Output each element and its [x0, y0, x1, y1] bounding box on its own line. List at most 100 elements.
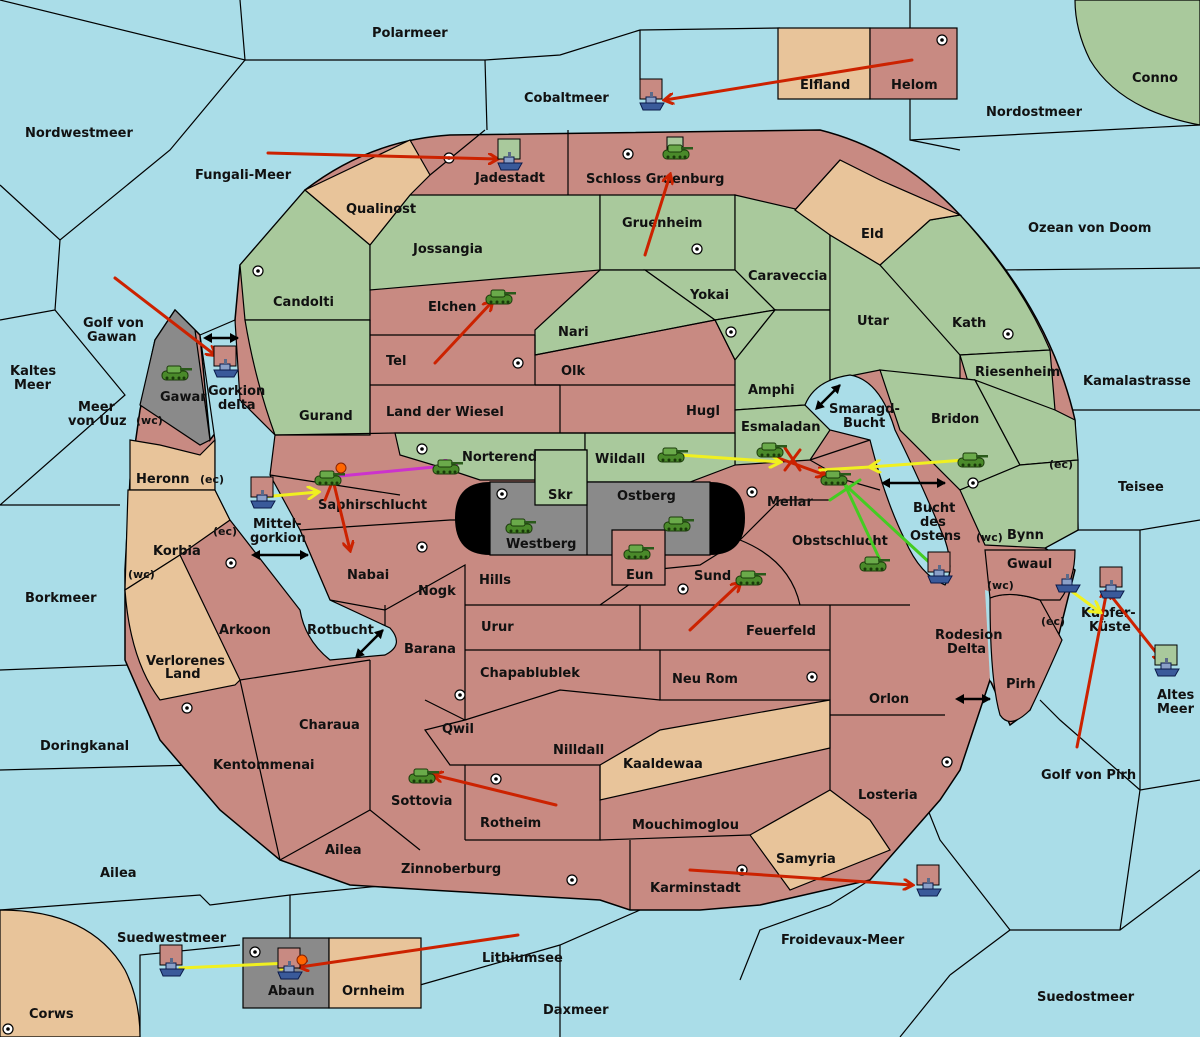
- supply-center-core: [253, 950, 257, 954]
- label-nogk: Nogk: [418, 584, 456, 599]
- label-coast-wc-gawar: (wc): [136, 414, 163, 427]
- label-esmaladan: Esmaladan: [741, 420, 821, 435]
- label-ostberg: Ostberg: [617, 489, 676, 504]
- army-obst: [859, 556, 891, 572]
- fleet-abaun: [277, 947, 308, 980]
- label-korbia: Korbia: [153, 544, 201, 559]
- mountain-cap-east: [710, 482, 745, 555]
- region-kath[interactable]: [879, 214, 1051, 356]
- fleet-cobaltmeer: [639, 78, 665, 111]
- label-daxmeer: Daxmeer: [543, 1003, 609, 1018]
- label-smaragd-2: Bucht: [843, 416, 885, 431]
- label-golf-gawan-1: Golf von: [83, 316, 144, 331]
- region-gwaul[interactable]: [984, 549, 1076, 601]
- label-nabai: Nabai: [347, 568, 389, 583]
- region-gruenheim[interactable]: [599, 194, 736, 271]
- region-korbia[interactable]: [124, 489, 231, 592]
- supply-center-core: [626, 152, 630, 156]
- army-wildall: [657, 447, 689, 463]
- army-ostberg: [663, 516, 695, 532]
- label-tel: Tel: [386, 354, 406, 369]
- army-westberg: [505, 518, 537, 534]
- label-hills: Hills: [479, 573, 511, 588]
- label-bridon: Bridon: [931, 412, 979, 427]
- fleet-altes-meer: [1154, 644, 1180, 677]
- region-skr-box[interactable]: [534, 449, 588, 506]
- label-feuerfeld: Feuerfeld: [746, 624, 816, 639]
- label-chapa: Chapablublek: [480, 666, 580, 681]
- label-saphir: Saphirschlucht: [318, 498, 427, 513]
- label-kath: Kath: [952, 316, 986, 331]
- supply-center-core: [729, 330, 733, 334]
- army-eun: [623, 544, 655, 560]
- region-conno[interactable]: [1074, 0, 1200, 126]
- label-coast-ec-gwaul: (ec): [1041, 615, 1065, 628]
- region-qualinost[interactable]: [303, 139, 431, 246]
- army-mellar: [820, 470, 852, 486]
- region-verlorenes-land[interactable]: [124, 554, 241, 701]
- label-fungali: Fungali-Meer: [195, 168, 292, 183]
- supply-center-core: [185, 706, 189, 710]
- label-ailea: Ailea: [325, 843, 362, 858]
- label-qualinost: Qualinost: [346, 202, 416, 217]
- supply-center-core: [750, 490, 754, 494]
- label-qwil: Qwil: [442, 722, 474, 737]
- label-hugl: Hugl: [686, 404, 720, 419]
- label-gruenheim: Gruenheim: [622, 216, 702, 231]
- label-mellar: Mellar: [767, 495, 813, 510]
- label-olk: Olk: [561, 364, 586, 379]
- label-kaaldewaa: Kaaldewaa: [623, 757, 703, 772]
- label-utar: Utar: [857, 314, 890, 329]
- region-elfland[interactable]: [777, 27, 871, 100]
- label-caraveccia: Caraveccia: [748, 269, 827, 284]
- label-riesenheim: Riesenheim: [975, 365, 1060, 380]
- label-bynn: Bynn: [1007, 528, 1044, 543]
- label-eun: Eun: [626, 568, 653, 583]
- label-barana: Barana: [404, 642, 456, 657]
- label-nilldall: Nilldall: [553, 743, 604, 758]
- fleet-mittelgorkion: [250, 476, 276, 509]
- supply-center-core: [229, 561, 233, 565]
- label-polarmeer: Polarmeer: [372, 26, 448, 41]
- label-jadestadt: Jadestadt: [474, 171, 545, 186]
- label-ozean: Ozean von Doom: [1028, 221, 1151, 236]
- region-bynn[interactable]: [959, 459, 1079, 549]
- supply-center-core: [940, 38, 944, 42]
- order-arrows: [113, 58, 1162, 968]
- supply-center-core: [740, 868, 744, 872]
- label-ailea-sea: Ailea: [100, 866, 137, 881]
- label-elchen: Elchen: [428, 300, 476, 315]
- supply-center-core: [516, 361, 520, 365]
- label-verlorenes-1: Verlorenes: [146, 654, 225, 669]
- label-uuz-2: von Uuz: [68, 414, 127, 429]
- label-land-wiesel: Land der Wiesel: [386, 405, 504, 420]
- region-corws[interactable]: [0, 909, 141, 1037]
- supply-center-core: [945, 760, 949, 764]
- sea-smaragd-bucht[interactable]: [804, 374, 951, 586]
- label-nordostmeer: Nordostmeer: [986, 105, 1083, 120]
- label-cobaltmeer: Cobaltmeer: [524, 91, 609, 106]
- label-lithium: Lithiumsee: [482, 951, 563, 966]
- label-helom: Helom: [891, 78, 938, 93]
- adjacency-arrows: [203, 333, 991, 704]
- fleet-gorkion-delta: [213, 345, 239, 378]
- label-rodesion-2: Delta: [947, 642, 986, 657]
- label-teisee: Teisee: [1118, 480, 1164, 495]
- label-orlon: Orlon: [869, 692, 909, 707]
- region-ornheim[interactable]: [328, 937, 422, 1009]
- label-sund: Sund: [694, 569, 731, 584]
- fleet-suedwestmeer: [159, 944, 185, 977]
- label-gorkion-1: Gorkion: [208, 384, 265, 399]
- label-suedost: Suedostmeer: [1037, 990, 1135, 1005]
- label-rotheim: Rotheim: [480, 816, 541, 831]
- label-schloss: Schloss Gruenburg: [586, 172, 724, 187]
- region-eld[interactable]: [794, 159, 963, 266]
- region-samyria[interactable]: [749, 789, 891, 891]
- label-zinnoberburg: Zinnoberburg: [401, 862, 501, 877]
- label-eld: Eld: [861, 227, 884, 242]
- label-golf-gawan-2: Gawan: [87, 330, 136, 345]
- supply-center-core: [1006, 332, 1010, 336]
- label-coast-ec-heronn: (ec): [200, 473, 224, 486]
